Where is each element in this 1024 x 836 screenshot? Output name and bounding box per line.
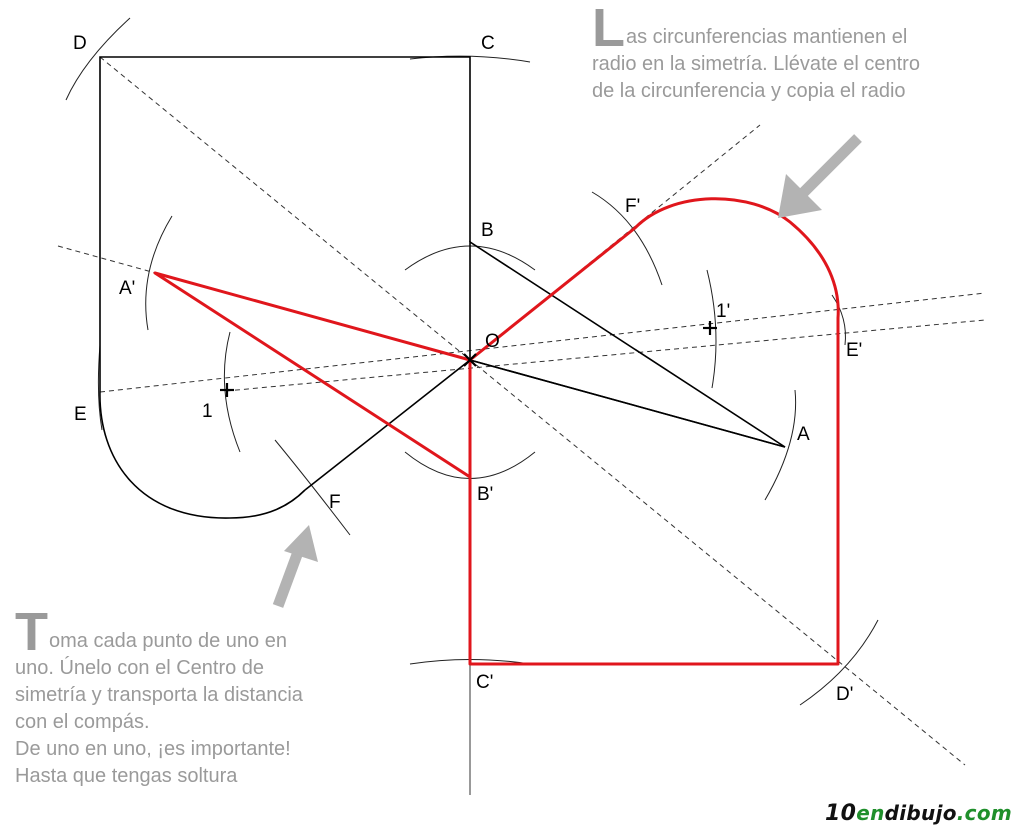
note-bottom-initial: T xyxy=(15,602,48,662)
arc-at-d xyxy=(65,17,131,101)
label-f: F xyxy=(329,492,341,513)
center-one-marker xyxy=(220,383,234,397)
note-top-initial: L xyxy=(592,0,625,58)
label-dprime: D' xyxy=(836,684,853,705)
label-fprime: F' xyxy=(625,196,640,217)
symmetric-outline xyxy=(468,197,840,666)
label-d: D xyxy=(73,33,87,54)
symmetric-triangle xyxy=(153,271,472,479)
arrow-bottom xyxy=(272,525,318,608)
point-labels: D C B A' O E 1 F B' C' F' 1' E' A D' xyxy=(73,33,862,705)
brand-logo: 10endibujo.com xyxy=(825,801,1012,826)
original-figure xyxy=(99,56,786,519)
label-oneprime: 1' xyxy=(716,301,730,322)
arrow-top xyxy=(778,134,862,218)
note-bottom-line-4: con el compás. xyxy=(15,711,150,733)
brand-part-2: en xyxy=(856,801,885,825)
dashed-line-d-dprime xyxy=(99,56,966,766)
brand-part-4: .com xyxy=(956,801,1012,825)
symmetric-figure xyxy=(153,197,840,666)
note-bottom: Toma cada punto de uno en uno. Únelo con… xyxy=(15,605,395,790)
original-segment-o-a xyxy=(469,359,786,448)
brand-part-3: dibujo xyxy=(884,801,957,825)
arc-at-oneprime xyxy=(706,269,717,389)
note-bottom-line-3: simetría y transporta la distancia xyxy=(15,684,303,706)
original-arc-e-f xyxy=(99,389,306,519)
arc-center-markers xyxy=(220,321,717,397)
arc-at-f xyxy=(274,439,351,536)
note-top-line-1: as circunferencias mantienen el xyxy=(626,26,908,48)
center-o-marker xyxy=(463,353,477,367)
original-triangle-boa xyxy=(469,240,786,448)
label-c: C xyxy=(481,33,495,54)
note-bottom-line-1: oma cada punto de uno en xyxy=(49,630,287,652)
note-bottom-line-6: Hasta que tengas soltura xyxy=(15,765,238,787)
label-cprime: C' xyxy=(476,672,493,693)
note-bottom-line-2: uno. Únelo con el Centro de xyxy=(15,657,265,679)
label-eprime: E' xyxy=(846,340,862,361)
arc-at-aprime xyxy=(145,215,173,331)
arc-at-dprime xyxy=(799,619,879,706)
label-a: A xyxy=(797,424,810,445)
label-one: 1 xyxy=(202,401,213,422)
label-aprime: A' xyxy=(119,278,135,299)
note-top-line-2: radio en la simetría. Llévate el centro xyxy=(592,53,920,75)
label-b: B xyxy=(481,220,494,241)
original-outline xyxy=(99,56,471,390)
brand-part-1: 10 xyxy=(825,801,857,826)
arc-at-eprime xyxy=(831,294,846,346)
hint-arrows xyxy=(272,134,862,608)
note-bottom-line-5: De uno en uno, ¡es importante! xyxy=(15,738,291,760)
note-top-line-3: de la circunferencia y copia el radio xyxy=(592,80,906,102)
note-top: Las circunferencias mantienen el radio e… xyxy=(592,1,1012,105)
label-e: E xyxy=(74,404,87,425)
label-o: O xyxy=(485,331,500,352)
center-oneprime-marker xyxy=(703,321,717,335)
dashed-line-one-oneprime xyxy=(225,319,986,392)
arc-at-a xyxy=(764,389,797,501)
label-bprime: B' xyxy=(477,484,493,505)
